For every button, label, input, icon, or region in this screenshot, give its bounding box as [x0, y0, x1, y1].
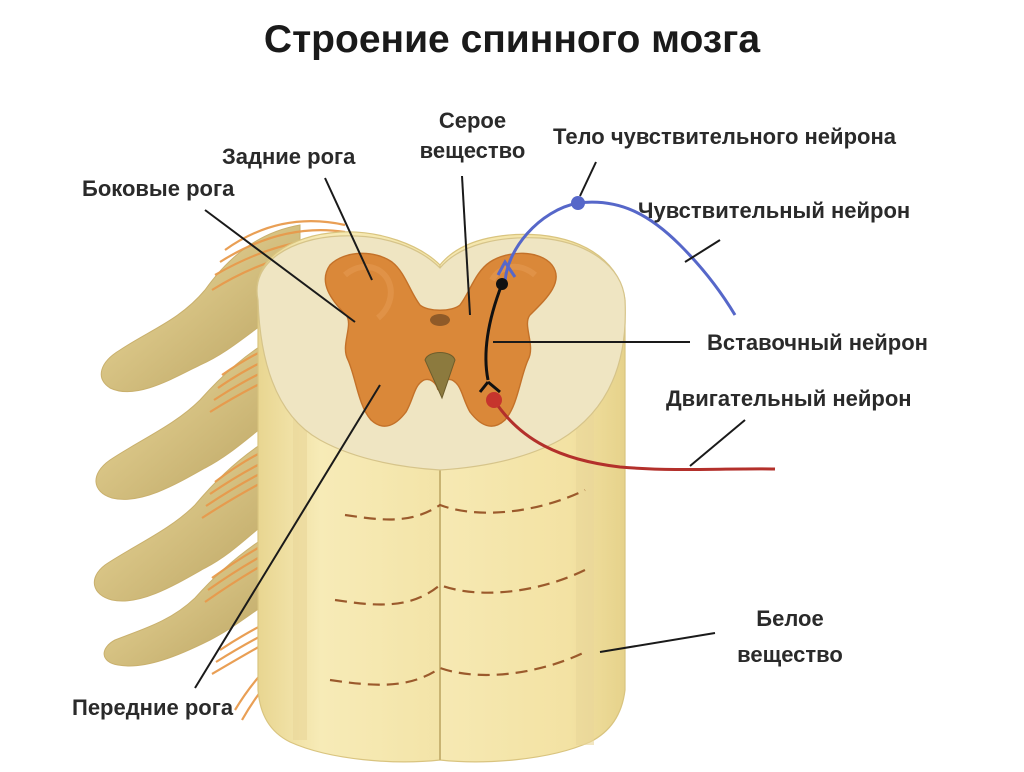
label-anterior-horns: Передние рога [72, 693, 233, 723]
label-sensory-neuron: Чувствительный нейрон [638, 196, 910, 226]
label-white-matter-line1: Белое [710, 604, 870, 634]
label-gray-matter: Серое вещество [405, 106, 540, 166]
label-posterior-horns: Задние рога [222, 142, 355, 172]
label-sensory-neuron-body: Тело чувствительного нейрона [553, 122, 896, 152]
label-gray-matter-line2: вещество [405, 136, 540, 166]
label-gray-matter-line1: Серое [405, 106, 540, 136]
motor-neuron-body [486, 392, 502, 408]
label-white-matter-line2: вещество [710, 640, 870, 670]
label-white-matter: Белое вещество [710, 604, 870, 670]
label-motor-neuron: Двигательный нейрон [666, 384, 912, 414]
sensory-neuron-body [571, 196, 585, 210]
page-title: Строение спинного мозга [0, 18, 1024, 62]
central-canal [430, 314, 450, 326]
label-lateral-horns: Боковые рога [82, 174, 234, 204]
label-interneuron: Вставочный нейрон [707, 328, 928, 358]
